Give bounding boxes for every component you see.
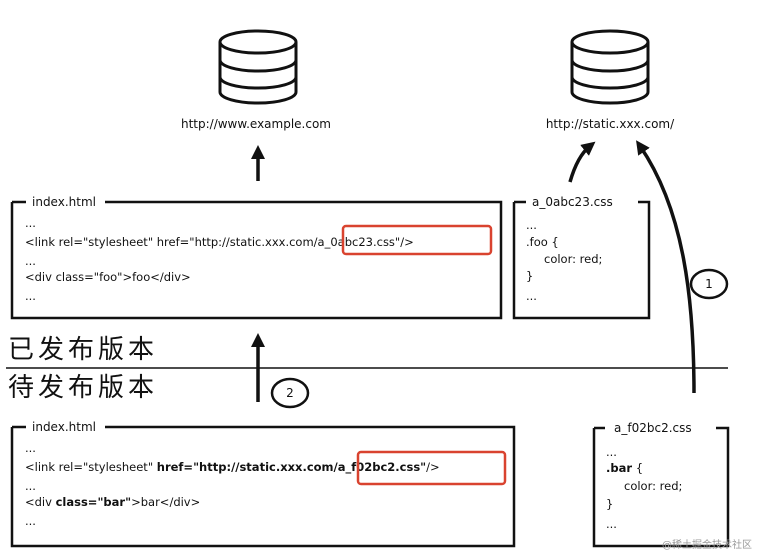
static-server: http://static.xxx.com/	[546, 29, 675, 131]
code-fragment: <div	[25, 495, 56, 509]
code-line: <div class="foo">foo</div>	[25, 270, 191, 284]
released-index-box: index.html ... <link rel="stylesheet" hr…	[10, 195, 503, 320]
code-fragment: >bar</div>	[131, 495, 200, 509]
released-section-label: 已发布版本	[8, 335, 158, 365]
code-fragment: class="bar"	[56, 495, 132, 509]
code-line: .bar {	[606, 461, 643, 475]
code-fragment: <link rel="stylesheet" href="http://stat…	[25, 235, 302, 249]
code-line: }	[526, 269, 533, 283]
code-line: ...	[25, 289, 36, 303]
code-line: }	[606, 497, 613, 511]
code-line: ...	[25, 514, 36, 528]
box-title: index.html	[32, 195, 96, 209]
code-line: ...	[25, 479, 36, 493]
code-fragment: m/a_f02bc2.css"	[322, 460, 427, 475]
arrow-new-css-to-static	[636, 140, 696, 394]
step-1-label: 1	[705, 277, 713, 291]
code-line: ...	[25, 441, 36, 455]
code-fragment: {	[632, 461, 643, 475]
step-2-label: 2	[286, 386, 294, 400]
arrow-css-to-static	[568, 141, 596, 183]
highlight-box	[341, 224, 493, 256]
main-server: http://www.example.com	[181, 29, 331, 131]
code-line: <div class="bar">bar</div>	[25, 495, 200, 509]
code-line: ...	[25, 216, 36, 230]
box-title: a_0abc23.css	[532, 195, 613, 209]
box-title: index.html	[32, 420, 96, 434]
pending-index-box: index.html ... <link rel="stylesheet" hr…	[10, 420, 516, 548]
code-line: ...	[526, 218, 537, 232]
pending-section-label: 待发布版本	[8, 373, 158, 403]
step-1-badge: 1	[689, 268, 729, 300]
code-fragment: />	[426, 460, 440, 474]
code-line: <link rel="stylesheet" href="http://stat…	[25, 460, 440, 475]
code-fragment: href="http://static.xxx.co	[157, 460, 322, 474]
code-line: color: red;	[624, 479, 682, 493]
box-title: a_f02bc2.css	[614, 421, 692, 435]
static-server-url: http://static.xxx.com/	[546, 117, 675, 131]
code-line: ...	[606, 445, 617, 459]
pending-css-box: a_f02bc2.css ... .bar { color: red; } ..…	[592, 421, 730, 548]
database-icon	[218, 29, 298, 105]
code-fragment: .bar	[606, 461, 632, 475]
code-fragment: m/a_0abc23.css"/>	[302, 235, 413, 249]
watermark: @稀土掘金技术社区	[662, 538, 752, 551]
code-line: <link rel="stylesheet" href="http://stat…	[25, 235, 414, 249]
code-line: ...	[526, 289, 537, 303]
code-fragment: <link rel="stylesheet"	[25, 460, 157, 474]
released-css-box: a_0abc23.css ... .foo { color: red; } ..…	[512, 195, 651, 320]
code-line: ...	[606, 517, 617, 531]
code-line: ...	[25, 254, 36, 268]
code-line: color: red;	[544, 252, 602, 266]
code-line: .foo {	[526, 235, 559, 249]
step-2-badge: 2	[270, 377, 310, 409]
database-icon	[570, 29, 650, 105]
main-server-url: http://www.example.com	[181, 117, 331, 131]
highlight-box	[356, 450, 507, 486]
